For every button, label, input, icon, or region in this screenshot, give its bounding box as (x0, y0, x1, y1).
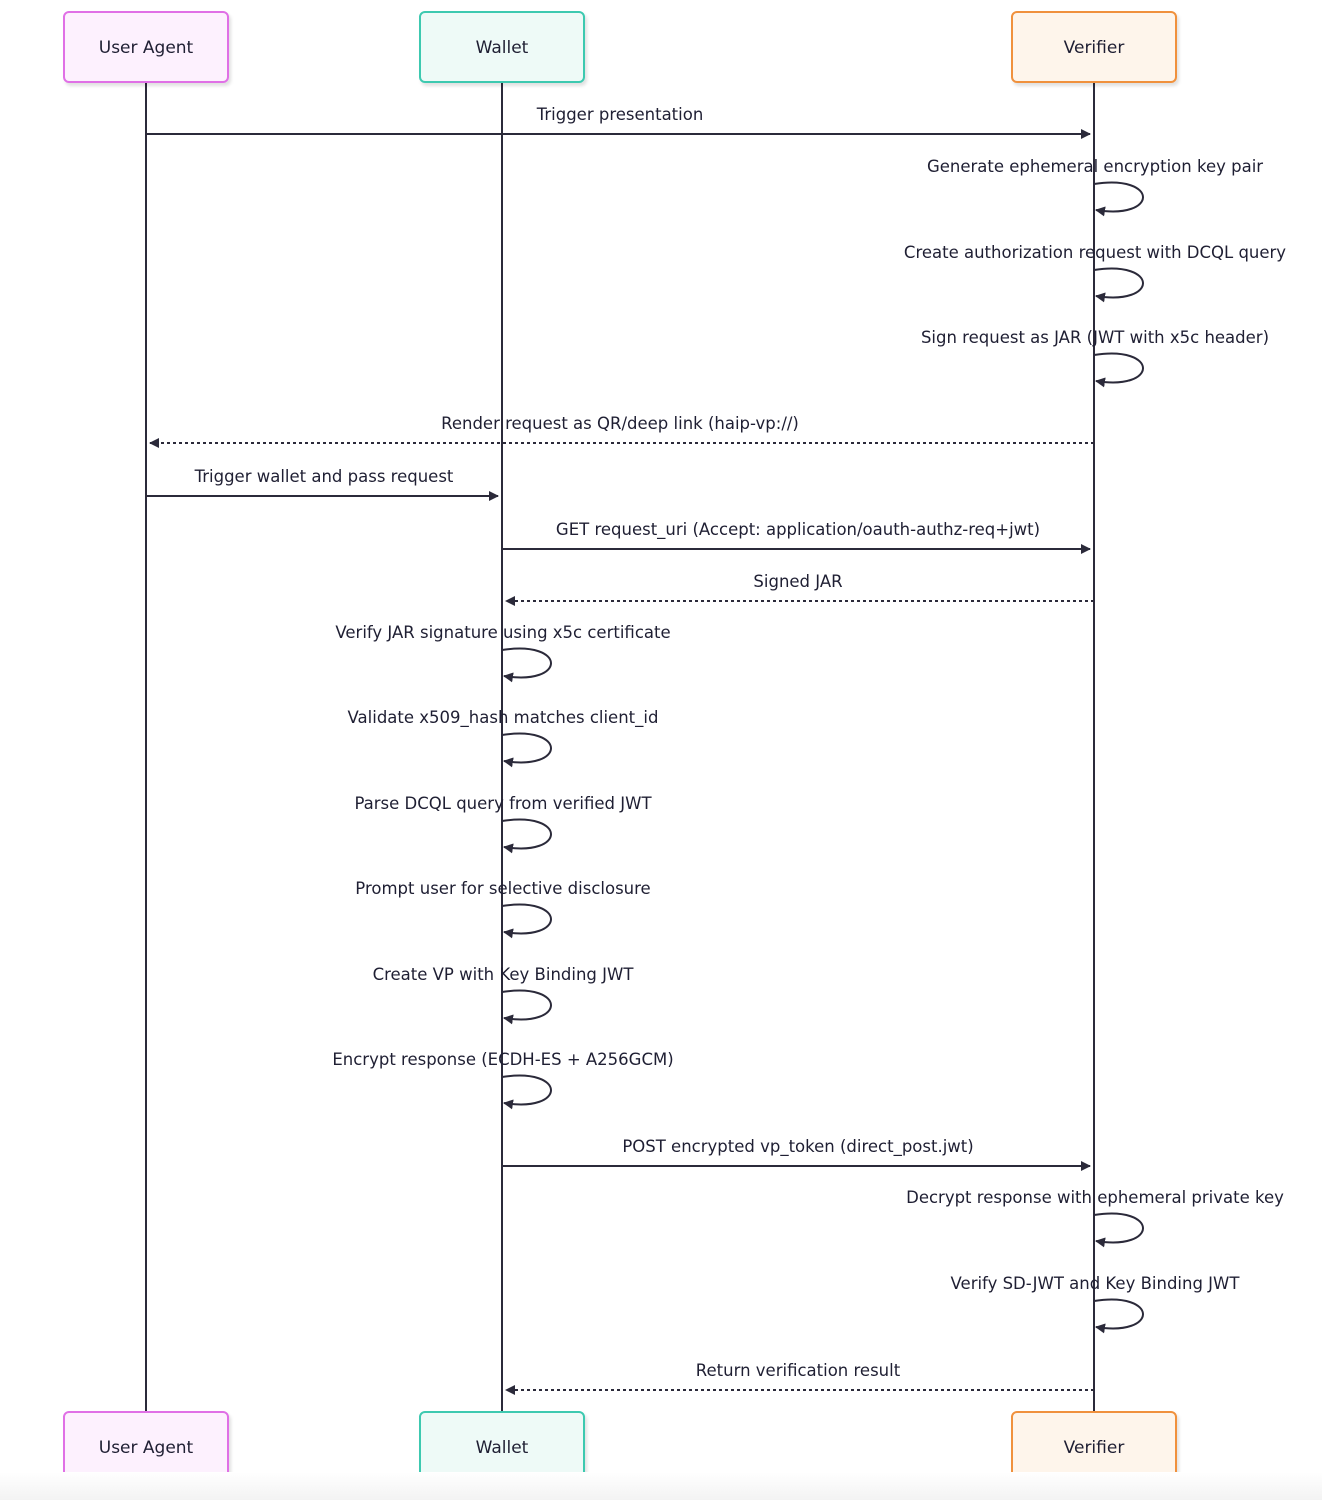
lifelines (145, 82, 1095, 1412)
self-call-arrow (501, 647, 552, 683)
message-label: Create VP with Key Binding JWT (373, 965, 635, 984)
message-8: Signed JAR (505, 572, 1094, 606)
message-label: Verify JAR signature using x5c certifica… (335, 623, 670, 642)
message-7: GET request_uri (Accept: application/oau… (502, 520, 1091, 554)
self-call-arrow (501, 818, 552, 854)
message-1: Trigger presentation (146, 105, 1091, 139)
self-call-arrow (1093, 1298, 1144, 1334)
self-call-arrow (501, 1074, 552, 1110)
message-4: Sign request as JAR (JWT with x5c header… (921, 328, 1269, 388)
message-label: Signed JAR (753, 572, 842, 591)
actor-label: Verifier (1064, 1438, 1125, 1458)
self-call-arrow (501, 989, 552, 1025)
message-label: Trigger presentation (536, 105, 704, 124)
message-15: POST encrypted vp_token (direct_post.jwt… (502, 1137, 1091, 1171)
actor-verifier-bottom: Verifier (1011, 1411, 1177, 1483)
self-call-arrow (1093, 267, 1144, 303)
actor-box (419, 11, 585, 83)
message-label: Encrypt response (ECDH-ES + A256GCM) (332, 1050, 673, 1069)
actor-label: Wallet (476, 38, 529, 58)
message-18: Return verification result (505, 1361, 1094, 1395)
actor-row-top: User Agent Wallet Verifier (63, 11, 1177, 83)
message-label: Sign request as JAR (JWT with x5c header… (921, 328, 1269, 347)
message-label: Parse DCQL query from verified JWT (354, 794, 652, 813)
message-label: Render request as QR/deep link (haip-vp:… (441, 414, 799, 433)
message-label: Return verification result (696, 1361, 901, 1380)
message-17: Verify SD-JWT and Key Binding JWT (951, 1274, 1241, 1334)
message-14: Encrypt response (ECDH-ES + A256GCM) (332, 1050, 674, 1110)
message-13: Create VP with Key Binding JWT (373, 965, 635, 1025)
message-10: Validate x509_hash matches client_id (348, 708, 659, 768)
actor-label: User Agent (99, 38, 194, 58)
message-2: Generate ephemeral encryption key pair (927, 157, 1263, 217)
message-9: Verify JAR signature using x5c certifica… (335, 623, 671, 683)
message-6: Trigger wallet and pass request (146, 467, 499, 501)
self-call-arrow (1093, 181, 1144, 217)
message-3: Create authorization request with DCQL q… (904, 243, 1286, 303)
message-label: Decrypt response with ephemeral private … (906, 1188, 1284, 1207)
message-label: Generate ephemeral encryption key pair (927, 157, 1263, 176)
actor-label: Verifier (1064, 38, 1125, 58)
self-call-arrow (501, 903, 552, 939)
self-call-arrow (501, 732, 552, 768)
message-label: Trigger wallet and pass request (194, 467, 454, 486)
message-label: Validate x509_hash matches client_id (348, 708, 659, 728)
message-11: Parse DCQL query from verified JWT (354, 794, 652, 854)
actor-box (63, 11, 229, 83)
actor-user-agent-bottom: User Agent (63, 1411, 229, 1483)
message-5: Render request as QR/deep link (haip-vp:… (149, 414, 1094, 448)
message-label: POST encrypted vp_token (direct_post.jwt… (622, 1137, 973, 1157)
message-12: Prompt user for selective disclosure (355, 879, 651, 939)
actor-verifier-top: Verifier (1011, 11, 1177, 83)
actor-box (1011, 11, 1177, 83)
message-label: GET request_uri (Accept: application/oau… (556, 520, 1040, 540)
self-call-arrow (1093, 1212, 1144, 1248)
message-label: Create authorization request with DCQL q… (904, 243, 1286, 262)
actor-wallet-top: Wallet (419, 11, 585, 83)
message-label: Verify SD-JWT and Key Binding JWT (951, 1274, 1241, 1293)
self-call-arrow (1093, 352, 1144, 388)
bottom-edge-shade (0, 1472, 1322, 1500)
actor-label: User Agent (99, 1438, 194, 1458)
message-16: Decrypt response with ephemeral private … (906, 1188, 1284, 1248)
actor-label: Wallet (476, 1438, 529, 1458)
actor-user-agent-top: User Agent (63, 11, 229, 83)
message-label: Prompt user for selective disclosure (355, 879, 650, 898)
